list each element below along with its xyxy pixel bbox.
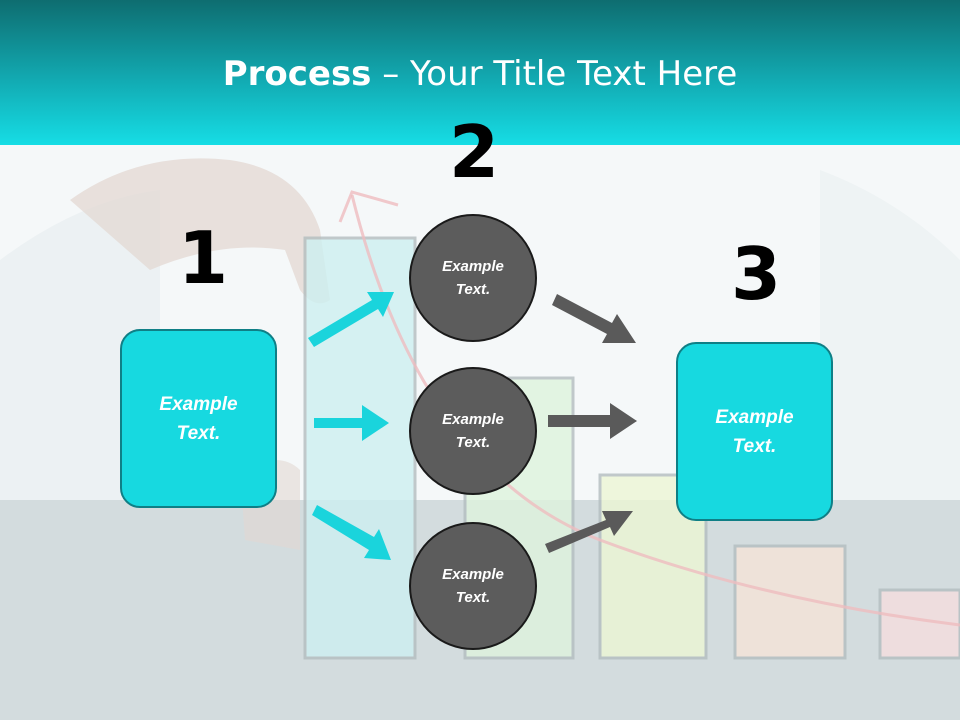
title-rest: – Your Title Text Here	[371, 54, 738, 94]
step-1-label: Example Text.	[159, 393, 238, 444]
step-2-circle-2-label: Example Text.	[442, 411, 504, 451]
step-number-3: 3	[731, 232, 782, 316]
step-2-circle-3: Example Text.	[409, 522, 537, 650]
step-3-label: Example Text.	[715, 406, 794, 457]
step-2-circle-2: Example Text.	[409, 367, 537, 495]
step-number-2: 2	[449, 110, 500, 194]
step-1-box: Example Text.	[120, 329, 277, 508]
title-bold: Process	[222, 54, 372, 94]
step-2-circle-1: Example Text.	[409, 214, 537, 342]
step-2-circle-1-label: Example Text.	[442, 258, 504, 298]
header-bar	[0, 0, 960, 145]
step-3-box: Example Text.	[676, 342, 833, 521]
step-number-1: 1	[178, 216, 229, 300]
slide-title: Process – Your Title Text Here	[0, 52, 960, 96]
step-2-circle-3-label: Example Text.	[442, 566, 504, 606]
